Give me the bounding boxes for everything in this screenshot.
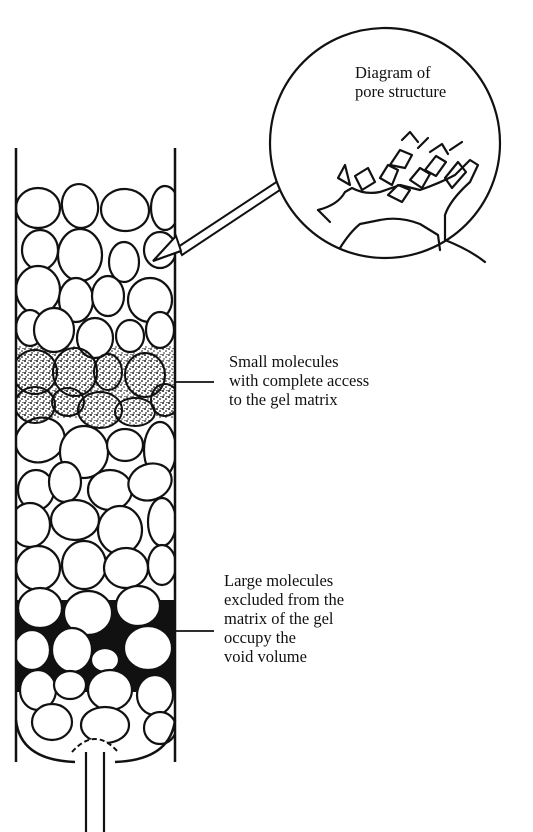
gel-bead [107, 429, 143, 461]
gel-bead [98, 506, 142, 554]
small-molecules-label-line-2: with complete access [229, 371, 369, 390]
gel-bead [92, 276, 124, 316]
large-molecules-label-line-2: excluded from the [224, 590, 344, 609]
gel-bead [104, 548, 148, 588]
pore-diagram-label-line-2: pore structure [355, 82, 446, 101]
large-molecules-label-line-5: void volume [224, 647, 344, 666]
gel-bead [81, 707, 129, 743]
gel-bead [22, 230, 58, 270]
gel-bead [99, 187, 150, 233]
gel-bead [16, 266, 60, 314]
gel-bead [51, 500, 99, 540]
gel-bead [54, 671, 86, 699]
gel-bead [116, 586, 160, 626]
gel-bead [124, 626, 172, 670]
gel-bead [14, 630, 50, 670]
gel-bead [88, 670, 132, 710]
pore-diagram-label: Diagram of pore structure [355, 63, 446, 101]
large-molecules-label-line-3: matrix of the gel [224, 609, 344, 628]
small-molecules-label-line-1: Small molecules [229, 352, 369, 371]
gel-bead [146, 312, 174, 348]
gel-bead [116, 320, 144, 352]
gel-bead [58, 229, 102, 281]
small-molecules-label-line-3: to the gel matrix [229, 390, 369, 409]
gel-bead [91, 648, 119, 672]
stippled-gel-bead [115, 398, 155, 426]
gel-bead [148, 498, 176, 546]
gel-bead [16, 188, 60, 228]
stippled-gel-bead [94, 354, 122, 390]
pore-diagram-label-line-1: Diagram of [355, 63, 446, 82]
gel-bead [58, 181, 101, 231]
gel-bead [148, 545, 176, 585]
gel-bead [88, 470, 132, 510]
gel-bead [49, 462, 81, 502]
large-molecules-label-line-1: Large molecules [224, 571, 344, 590]
stippled-gel-bead [15, 387, 55, 423]
gel-bead [62, 541, 106, 589]
gel-bead [144, 712, 176, 744]
gel-bead [32, 704, 72, 740]
gel-bead [18, 588, 62, 628]
gel-bead [52, 628, 92, 672]
gel-bead [137, 675, 173, 715]
small-molecules-label: Small molecules with complete access to … [229, 352, 369, 409]
large-molecules-label-line-4: occupy the [224, 628, 344, 647]
gel-bead [16, 546, 60, 590]
large-molecules-label: Large molecules excluded from the matrix… [224, 571, 344, 666]
gel-bead [34, 308, 74, 352]
gel-beads [9, 181, 179, 744]
